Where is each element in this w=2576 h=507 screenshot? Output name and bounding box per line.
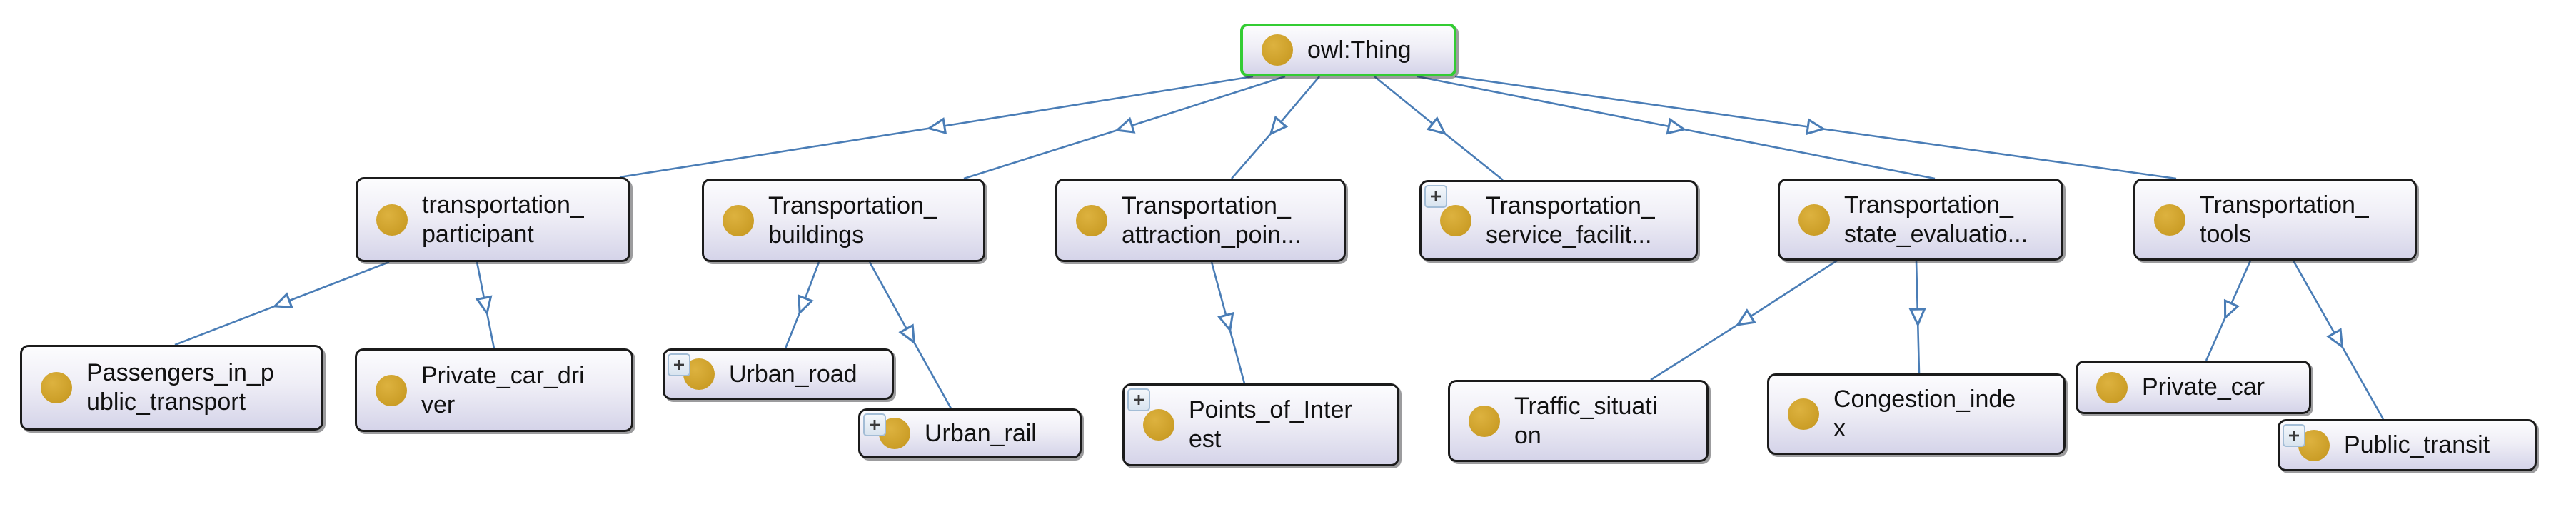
edge-attraction-poi [1210, 261, 1246, 384]
edge-state-traffic [1650, 259, 1838, 381]
node-label-line2: state_evaluatio... [1844, 220, 2028, 248]
node-transportation-participant[interactable]: transportation_ participant [356, 177, 630, 262]
node-urban-road[interactable]: Urban_road [663, 348, 894, 400]
node-label-line1: Transportation_ [1844, 191, 2013, 219]
node-label: Private_car [2142, 373, 2265, 401]
node-label-line2: on [1514, 421, 1541, 449]
node-label-line1: Passengers_in_p [86, 359, 274, 386]
edge-owlthing-tools [1454, 75, 2177, 180]
node-label: Public_transit [2344, 431, 2490, 458]
node-transportation-attraction-points[interactable]: Transportation_ attraction_poin... [1055, 179, 1346, 262]
edge-owlthing-state [1417, 75, 1936, 180]
edge-tools-publictransit [2292, 260, 2385, 420]
node-label-line2: ublic_transport [86, 388, 246, 416]
node-label-line1: Points_of_Inter [1189, 396, 1352, 423]
node-label: Urban_road [729, 360, 857, 388]
class-icon [41, 372, 72, 403]
edge-participant-driver [475, 261, 495, 349]
class-icon [1143, 409, 1174, 441]
node-label-line1: Traffic_situati [1514, 392, 1658, 420]
node-label-line1: Transportation_ [1486, 191, 1655, 219]
class-icon [1076, 204, 1107, 236]
class-icon [1798, 204, 1830, 236]
node-passengers-in-public-transport[interactable]: Passengers_in_p ublic_transport [20, 345, 323, 431]
node-congestion-index[interactable]: Congestion_inde x [1767, 373, 2066, 455]
node-label-line2: participant [422, 220, 534, 248]
node-urban-rail[interactable]: Urban_rail [858, 408, 1082, 458]
node-label-line1: Congestion_inde [1833, 386, 2016, 413]
node-transportation-service-facilities[interactable]: Transportation_ service_facilit... [1419, 180, 1698, 261]
edge-owlthing-attraction [1231, 76, 1320, 179]
class-icon [2096, 371, 2128, 403]
node-label-line2: tools [2200, 220, 2251, 248]
edge-owlthing-participant [619, 75, 1254, 179]
expand-icon[interactable] [1424, 185, 1447, 208]
class-icon [1262, 34, 1293, 66]
edge-state-congestion [1908, 260, 1926, 374]
node-label-line2: attraction_poin... [1122, 221, 1302, 249]
class-icon [376, 204, 408, 236]
class-icon [1469, 405, 1500, 437]
edge-owlthing-service [1374, 75, 1504, 181]
node-transportation-tools[interactable]: Transportation_ tools [2133, 179, 2417, 261]
node-transportation-state-evaluation[interactable]: Transportation_ state_evaluatio... [1778, 179, 2063, 261]
node-label-line2: buildings [768, 221, 865, 249]
edge-buildings-urbanroad [784, 261, 820, 349]
node-transportation-buildings[interactable]: Transportation_ buildings [702, 179, 985, 262]
node-label-line1: Private_car_dri [421, 361, 585, 389]
edge-participant-passengers [174, 261, 390, 346]
node-points-of-interest[interactable]: Points_of_Inter est [1122, 383, 1399, 466]
edge-owlthing-buildings [963, 75, 1286, 180]
node-traffic-situation[interactable]: Traffic_situati on [1448, 380, 1709, 462]
node-label-line2: service_facilit... [1486, 221, 1652, 249]
edge-tools-privatecar [2205, 260, 2252, 361]
node-label: owl:Thing [1307, 36, 1412, 64]
class-icon [1440, 204, 1471, 236]
edge-buildings-urbanrail [868, 261, 952, 409]
expand-icon[interactable] [1127, 388, 1150, 411]
node-private-car-driver[interactable]: Private_car_dri ver [355, 348, 633, 432]
expand-icon[interactable] [2283, 424, 2305, 447]
class-icon [1788, 398, 1819, 430]
node-label-line2: ver [421, 391, 456, 418]
node-public-transit[interactable]: Public_transit [2278, 419, 2537, 471]
node-owl-thing[interactable]: owl:Thing [1240, 24, 1456, 76]
expand-icon[interactable] [668, 353, 690, 376]
class-icon [376, 374, 407, 406]
expand-icon[interactable] [863, 413, 886, 436]
node-label: Urban_rail [925, 419, 1037, 447]
class-icon [723, 204, 754, 236]
class-icon [2154, 204, 2185, 236]
node-label-line1: Transportation_ [2200, 191, 2369, 219]
node-private-car[interactable]: Private_car [2076, 361, 2311, 414]
node-label-line1: transportation_ [422, 191, 584, 219]
node-label-line2: x [1833, 415, 1846, 442]
node-label-line2: est [1189, 426, 1222, 453]
node-label-line1: Transportation_ [768, 191, 937, 219]
node-label-line1: Transportation_ [1122, 191, 1291, 219]
